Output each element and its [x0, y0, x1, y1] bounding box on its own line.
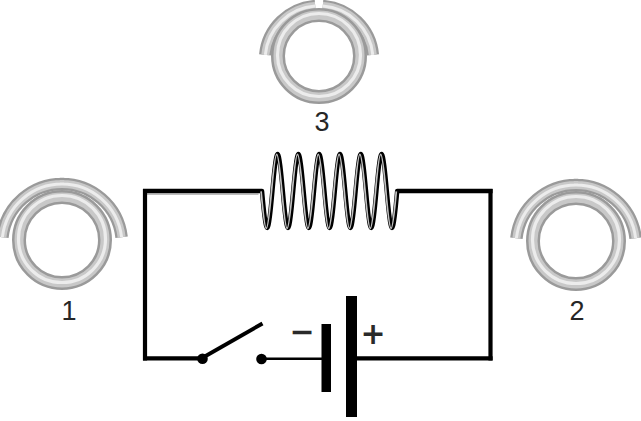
- loop-ring-highlight: [278, 14, 361, 97]
- wire-loop-1-label: 1: [61, 296, 76, 326]
- loop-ring-highlight: [533, 197, 620, 284]
- wire-loop-3-label: 3: [314, 107, 329, 137]
- switch-contact-dot-right: [256, 354, 267, 365]
- loop-ring-highlight: [19, 196, 106, 283]
- battery-positive-plate: [346, 296, 357, 417]
- battery-positive-sign: +: [360, 316, 385, 351]
- wire-loop-2-ring: [533, 197, 620, 285]
- battery-negative-sign: −: [289, 314, 314, 349]
- wire-loop-3: [265, 6, 373, 97]
- switch: [197, 324, 267, 365]
- wire-loop-2: [516, 185, 635, 284]
- switch-contact-dot-left: [197, 353, 208, 364]
- circuit: − +: [143, 154, 493, 417]
- wire-loop-1: [2, 184, 121, 283]
- wire-loop-3-ring: [278, 14, 361, 98]
- solenoid-coil: [143, 154, 493, 228]
- wire-loop-2-label: 2: [569, 296, 584, 326]
- switch-arm: [203, 324, 263, 358]
- battery-negative-plate: [322, 324, 332, 392]
- wire-loop-1-ring: [19, 196, 106, 284]
